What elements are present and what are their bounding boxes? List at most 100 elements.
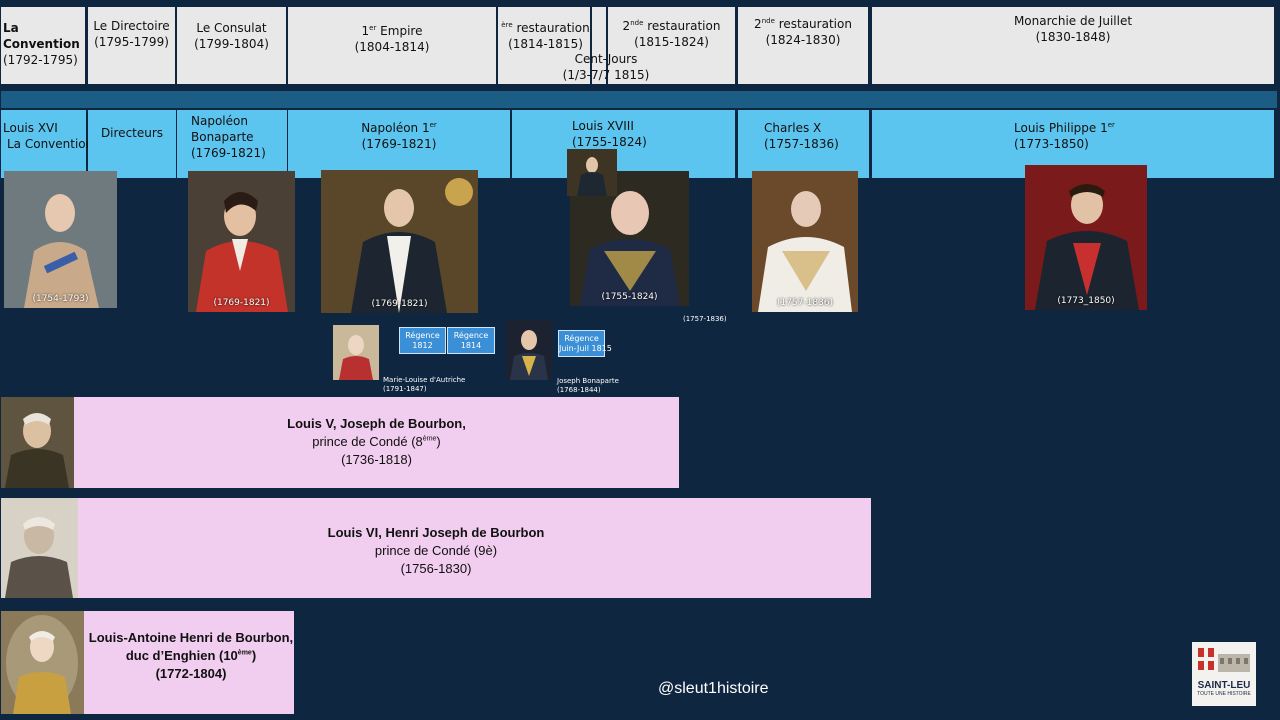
portrait-art <box>752 171 858 312</box>
period-name: 2nde restauration <box>622 19 721 33</box>
period-name: Le Consulat <box>196 21 267 35</box>
logo-name: SAINT-LEU <box>1197 680 1251 691</box>
portrait-art <box>1025 165 1147 310</box>
conde-title: Louis V, Joseph de Bourbon, <box>287 416 466 431</box>
caption-name: Joseph Bonaparte <box>557 377 619 385</box>
caption-name: Marie-Louise d'Autriche <box>383 376 466 384</box>
ruler-charles-x: Charles X (1757-1836) <box>738 110 869 178</box>
marie-louise-portrait <box>333 325 379 380</box>
period-dates: (1792-1795) <box>3 53 78 67</box>
period-dates: (1824-1830) <box>765 33 841 47</box>
portrait-dates: (1755-1824) <box>601 292 658 302</box>
ruler-louis-xvi: Louis XVI La Convention <box>1 110 94 178</box>
period-second-restoration-1: 2nde restauration (1815-1824) <box>608 7 735 84</box>
conde-enghien-bar: Louis-Antoine Henri de Bourbon, duc d’En… <box>1 611 294 714</box>
portrait-dates: (1757-1836) <box>776 298 834 308</box>
period-name: 2nde restauration <box>754 17 852 31</box>
conde-title: Louis VI, Henri Joseph de Bourbon <box>327 525 545 540</box>
period-dates: (1/3-7/7 1815) <box>562 68 650 82</box>
regence-1815: Régence Juin-Juil 1815 <box>558 330 612 357</box>
conde-text: Louis V, Joseph de Bourbon, prince de Co… <box>74 415 679 469</box>
louis-xvi-portrait: (1754-1793) <box>4 171 117 308</box>
conde-dates: (1736-1818) <box>341 452 412 467</box>
ruler-dates: (1769-1821) <box>361 137 437 151</box>
coat-of-arms-icon <box>1198 648 1250 672</box>
period-first-restoration: ère restauration (1814-1815) <box>498 7 590 84</box>
ruler-dates: (1769-1821) <box>191 146 266 160</box>
portrait-dates: (1773_1850) <box>1057 296 1115 306</box>
conde-dates: (1772-1804) <box>155 666 227 681</box>
ruler-name-2: Bonaparte <box>191 130 254 144</box>
timeline-bar <box>1 91 1277 108</box>
conde-dates: (1756-1830) <box>400 561 472 576</box>
joseph-bonaparte-caption: Joseph Bonaparte (1768-1844) <box>557 377 619 395</box>
ruler-name: Napoléon <box>191 114 248 128</box>
ruler-napoleon: Napoléon 1er (1769-1821) <box>288 110 510 178</box>
napoleon-small-portrait <box>567 149 617 196</box>
period-second-restoration-2: 2nde restauration (1824-1830) <box>738 7 868 84</box>
conde-louis-vi-bar: Louis VI, Henri Joseph de Bourbon prince… <box>1 498 871 598</box>
louis-xviii-portrait: (1755-1824) <box>570 171 689 306</box>
conde-subtitle: prince de Condé (8ème) <box>312 434 441 449</box>
ruler-directeurs: Directeurs <box>88 110 176 178</box>
ruler-name: Louis Philippe 1er <box>1014 121 1115 135</box>
portrait-dates: (1769-1821) <box>371 299 428 309</box>
period-name: Monarchie de Juillet <box>1013 14 1133 28</box>
napoleon-emperor-portrait: (1769-1821) <box>321 170 478 313</box>
social-handle: @sleut1histoire <box>658 680 769 697</box>
joseph-bonaparte-portrait <box>506 320 552 380</box>
louis-vi-portrait <box>1 498 78 598</box>
portrait-art <box>188 171 295 312</box>
period-dates: (1830-1848) <box>1035 30 1111 44</box>
conde-text: Louis-Antoine Henri de Bourbon, duc d’En… <box>88 629 294 683</box>
ruler-name: Directeurs <box>100 126 164 140</box>
conde-text: Louis VI, Henri Joseph de Bourbon prince… <box>1 524 871 578</box>
portrait-art <box>4 171 117 308</box>
period-dates: (1799-1804) <box>194 37 269 51</box>
regence-1812: Régence 1812 <box>399 327 446 354</box>
caption-dates: (1791-1847) <box>383 385 427 393</box>
saint-leu-logo: SAINT-LEU TOUTE UNE HISTOIRE <box>1192 642 1256 706</box>
ruler-louis-philippe: Louis Philippe 1er (1773-1850) <box>872 110 1274 178</box>
portrait-art <box>567 149 617 196</box>
louis-philippe-portrait: (1773_1850) <box>1025 165 1147 310</box>
portrait-dates: (1769-1821) <box>213 298 270 308</box>
period-name: Le Directoire <box>93 19 170 33</box>
louis-v-portrait <box>1 397 74 488</box>
marie-louise-caption: Marie-Louise d'Autriche (1791-1847) <box>383 376 465 394</box>
ruler-name: Charles X <box>764 121 822 135</box>
period-directoire: Le Directoire (1795-1799) <box>88 7 175 84</box>
period-dates: (1804-1814) <box>354 40 430 54</box>
period-name: Cent-Jours <box>574 52 638 66</box>
ruler-louis-xviii: Louis XVIII (1755-1824) <box>512 110 735 178</box>
period-name: 1er Empire <box>361 24 423 38</box>
portrait-art <box>1 498 78 598</box>
portrait-art <box>570 171 689 306</box>
portrait-art <box>1 397 74 488</box>
ruler-subtitle: La Convention <box>7 137 94 151</box>
conde-title: Louis-Antoine Henri de Bourbon, <box>88 630 294 645</box>
portrait-art <box>333 325 379 380</box>
period-july-monarchy: Monarchie de Juillet (1830-1848) <box>872 7 1274 84</box>
ruler-bonaparte: Napoléon Bonaparte (1769-1821) <box>177 110 287 178</box>
portrait-dates: (1754-1793) <box>32 294 89 304</box>
regence-1814: Régence 1814 <box>447 327 495 354</box>
ruler-dates: (1757-1836) <box>764 137 839 151</box>
caption-dates: (1768-1844) <box>557 386 601 394</box>
period-dates: (1814-1815) <box>508 37 583 51</box>
logo-tagline: TOUTE UNE HISTOIRE <box>1197 691 1251 697</box>
portrait-art <box>1 611 84 714</box>
period-empire: 1er Empire (1804-1814) <box>288 7 496 84</box>
bonaparte-consul-portrait: (1769-1821) <box>188 171 295 312</box>
period-consulat: Le Consulat (1799-1804) <box>177 7 286 84</box>
ruler-dates: (1755-1824) <box>572 135 647 149</box>
period-convention: La Convention (1792-1795) <box>1 7 85 84</box>
period-name: La Convention <box>3 21 80 51</box>
extra-dates-label: (1757-1836) <box>683 315 727 323</box>
period-hundred-days-column <box>592 7 606 84</box>
ruler-name: Louis XVI <box>3 121 58 135</box>
period-name: ère restauration <box>501 21 590 35</box>
charles-x-portrait: (1757-1836) <box>752 171 858 312</box>
ruler-dates: (1773-1850) <box>1014 137 1089 151</box>
ruler-name: Napoléon 1er <box>361 121 437 135</box>
